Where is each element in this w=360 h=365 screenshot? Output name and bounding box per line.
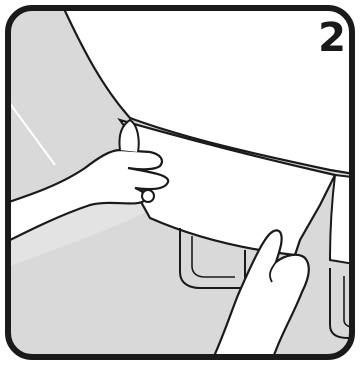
step-number: 2 — [318, 18, 346, 58]
screw-hole-icon — [142, 190, 154, 202]
right-edge-structure — [330, 175, 360, 265]
